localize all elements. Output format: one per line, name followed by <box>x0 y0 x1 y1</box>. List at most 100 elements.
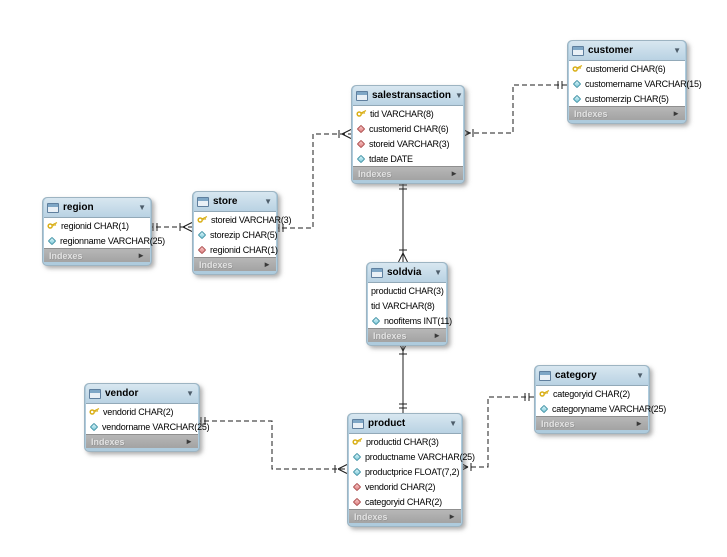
indexes-row[interactable]: Indexes ► <box>194 257 276 271</box>
table-title: salestransaction <box>372 90 451 101</box>
relationship-salestransaction-soldvia[interactable] <box>398 180 408 263</box>
indexes-label: Indexes <box>373 330 407 341</box>
table-header[interactable]: vendor ▼ <box>86 384 198 404</box>
relationship-vendor-product[interactable] <box>196 417 348 474</box>
expand-arrow-icon[interactable]: ► <box>137 250 145 260</box>
column-row[interactable]: vendorid CHAR(2) <box>349 479 461 494</box>
column-row[interactable]: tid VARCHAR(8) <box>353 106 463 121</box>
key-icon <box>572 60 583 78</box>
fk-diamond-icon <box>352 497 362 506</box>
expand-arrow-icon[interactable]: ► <box>185 436 193 446</box>
column-row[interactable]: customerid CHAR(6) <box>353 121 463 136</box>
expand-arrow-icon[interactable]: ► <box>433 330 441 340</box>
table-soldvia[interactable]: soldvia ▼ productid CHAR(3)tid VARCHAR(8… <box>366 262 452 346</box>
column-row[interactable]: customerzip CHAR(5) <box>569 91 685 106</box>
column-row[interactable]: regionid CHAR(1) <box>44 218 150 233</box>
collapse-arrow-icon[interactable]: ▼ <box>264 196 272 206</box>
table-header[interactable]: region ▼ <box>44 198 150 218</box>
table-store[interactable]: store ▼ storeid VARCHAR(3)storezip CHAR(… <box>192 191 291 275</box>
table-vendor[interactable]: vendor ▼ vendorid CHAR(2) vendorname VARC… <box>84 383 210 452</box>
table-header[interactable]: salestransaction ▼ <box>353 86 463 106</box>
table-header[interactable]: customer ▼ <box>569 41 685 61</box>
column-row[interactable]: noofitems INT(11) <box>368 313 452 328</box>
column-row[interactable]: categoryid CHAR(2) <box>536 386 648 401</box>
column-label: productname VARCHAR(25) <box>365 451 475 462</box>
column-row[interactable]: storeid VARCHAR(3) <box>194 211 291 229</box>
relationship-store-salestransaction[interactable] <box>274 129 352 233</box>
column-row[interactable]: vendorid CHAR(2) <box>86 404 198 419</box>
table-icon <box>356 90 368 101</box>
table-columns: categoryid CHAR(2)categoryname VARCHAR(2… <box>536 386 666 416</box>
expand-arrow-icon[interactable]: ► <box>448 511 456 521</box>
column-row[interactable]: productprice FLOAT(7,2) <box>349 464 461 479</box>
indexes-row[interactable]: Indexes ► <box>44 248 150 262</box>
column-row[interactable]: productname VARCHAR(25) <box>349 449 475 464</box>
collapse-arrow-icon[interactable]: ▼ <box>454 90 463 100</box>
attribute-diamond-icon <box>371 316 381 325</box>
table-header[interactable]: product ▼ <box>349 414 461 434</box>
column-row[interactable]: vendorname VARCHAR(25) <box>86 419 210 434</box>
attribute-diamond-icon <box>352 467 362 476</box>
key-icon <box>352 433 363 451</box>
table-icon <box>352 418 364 429</box>
column-label: customerzip CHAR(5) <box>585 93 669 104</box>
attribute-diamond-icon <box>197 230 207 239</box>
table-header[interactable]: soldvia ▼ <box>368 263 446 283</box>
collapse-arrow-icon[interactable]: ▼ <box>138 202 146 212</box>
expand-arrow-icon[interactable]: ► <box>263 259 271 269</box>
column-label: storeid VARCHAR(3) <box>369 138 450 149</box>
column-row[interactable]: categoryid CHAR(2) <box>349 494 461 509</box>
expand-arrow-icon[interactable]: ► <box>635 418 643 428</box>
indexes-row[interactable]: Indexes ► <box>86 434 198 448</box>
column-row[interactable]: customername VARCHAR(15) <box>569 76 702 91</box>
column-row[interactable]: productid CHAR(3) <box>368 283 446 298</box>
column-row[interactable]: regionid CHAR(1) <box>194 242 278 257</box>
table-title: vendor <box>105 388 139 399</box>
column-row[interactable]: storeid VARCHAR(3) <box>353 136 463 151</box>
expand-arrow-icon[interactable]: ► <box>672 108 680 118</box>
table-category[interactable]: category ▼ categoryid CHAR(2)categorynam… <box>534 365 666 434</box>
indexes-label: Indexes <box>49 250 83 261</box>
collapse-arrow-icon[interactable]: ▼ <box>449 418 457 428</box>
column-row[interactable]: storezip CHAR(5) <box>194 227 278 242</box>
table-title: product <box>368 418 406 429</box>
table-icon <box>539 370 551 381</box>
indexes-row[interactable]: Indexes ► <box>569 106 685 120</box>
column-row[interactable]: productid CHAR(3) <box>349 434 461 449</box>
table-product[interactable]: product ▼ productid CHAR(3) productname V… <box>347 413 475 527</box>
key-icon <box>539 385 550 403</box>
relationship-region-store[interactable] <box>148 222 193 232</box>
column-row[interactable]: categoryname VARCHAR(25) <box>536 401 666 416</box>
indexes-row[interactable]: Indexes ► <box>536 416 648 430</box>
table-salestransaction[interactable]: salestransaction ▼ tid VARCHAR(8) custome… <box>351 85 465 184</box>
column-label: customerid CHAR(6) <box>369 123 449 134</box>
relationship-customer-salestransaction[interactable] <box>460 81 567 138</box>
indexes-label: Indexes <box>358 168 392 179</box>
collapse-arrow-icon[interactable]: ▼ <box>186 388 194 398</box>
fk-diamond-icon <box>356 124 366 133</box>
column-label: categoryid CHAR(2) <box>365 496 442 507</box>
relationship-product-soldvia[interactable] <box>398 341 408 413</box>
table-title: region <box>63 202 94 213</box>
column-row[interactable]: tdate DATE <box>353 151 463 166</box>
collapse-arrow-icon[interactable]: ▼ <box>673 45 681 55</box>
table-customer[interactable]: customer ▼ customerid CHAR(6)customernam… <box>567 40 702 124</box>
key-icon <box>197 211 208 229</box>
column-row[interactable]: regionname VARCHAR(25) <box>44 233 165 248</box>
indexes-row[interactable]: Indexes ► <box>368 328 446 342</box>
indexes-label: Indexes <box>541 418 575 429</box>
column-label: regionid CHAR(1) <box>61 220 129 231</box>
expand-arrow-icon[interactable]: ► <box>450 168 458 178</box>
collapse-arrow-icon[interactable]: ▼ <box>434 267 442 277</box>
column-label: vendorid CHAR(2) <box>103 406 174 417</box>
table-header[interactable]: category ▼ <box>536 366 648 386</box>
indexes-row[interactable]: Indexes ► <box>349 509 461 523</box>
indexes-row[interactable]: Indexes ► <box>353 166 463 180</box>
table-header[interactable]: store ▼ <box>194 192 276 212</box>
table-region[interactable]: region ▼ regionid CHAR(1) regionname VARC… <box>42 197 165 266</box>
column-row[interactable]: tid VARCHAR(8) <box>368 298 446 313</box>
column-row[interactable]: customerid CHAR(6) <box>569 61 685 76</box>
table-columns: regionid CHAR(1) regionname VARCHAR(25) <box>44 218 165 248</box>
collapse-arrow-icon[interactable]: ▼ <box>636 370 644 380</box>
